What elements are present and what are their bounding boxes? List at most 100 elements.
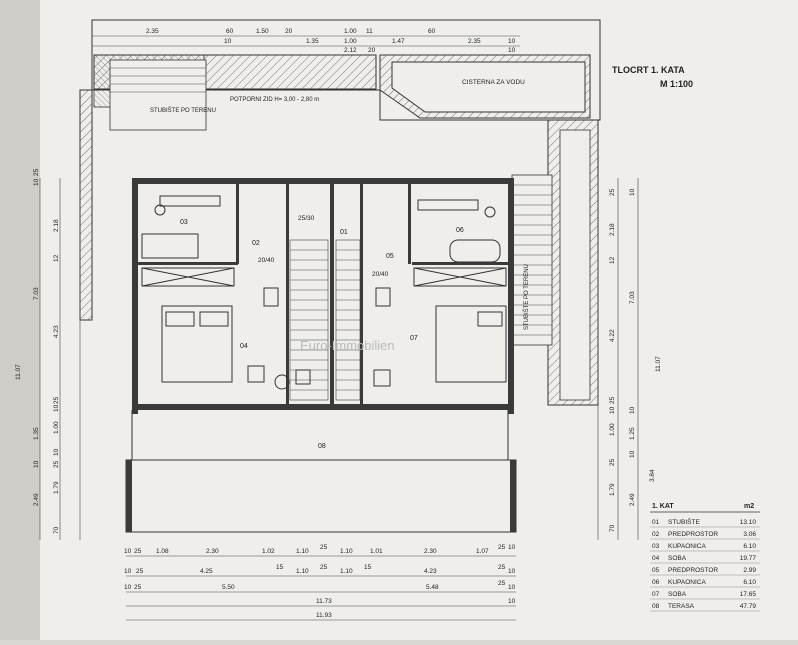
area-table-no: 04	[652, 555, 660, 562]
area-table-name: PREDPROSTOR	[668, 531, 718, 538]
area-table-area: 6.10	[743, 543, 756, 550]
dim-left: 1.35	[33, 427, 40, 440]
dim-bottom: 15	[276, 564, 284, 571]
area-table-no: 08	[652, 603, 660, 610]
area-table-name: STUBIŠTE	[668, 517, 700, 526]
dim-bottom: 10	[124, 584, 132, 591]
dim-bottom: 1.10	[340, 548, 353, 555]
dim-right: 2.49	[629, 493, 636, 506]
dim-bottom: 25	[498, 544, 506, 551]
dim-top: 11	[366, 28, 373, 35]
area-table-header: 1. KAT	[652, 503, 674, 510]
dim-right: 25	[609, 458, 616, 466]
dim-left: 7.03	[33, 287, 40, 300]
dim-left: 12	[53, 254, 60, 262]
area-table-area: 2.99	[743, 567, 756, 574]
dim-bottom: 5.48	[426, 584, 439, 591]
dim-right: 10	[609, 406, 616, 414]
dimension-lines	[39, 35, 639, 621]
area-table-name: PREDPROSTOR	[668, 567, 718, 574]
dim-right: 11.07	[655, 356, 662, 372]
dim-left: 25	[53, 460, 60, 468]
dim-left: 1.00	[53, 421, 60, 434]
dim-top: 1.47	[392, 38, 405, 45]
dim-right: 25	[609, 188, 616, 196]
dim-right: 1.25	[629, 427, 636, 440]
area-table-name: SOBA	[668, 555, 687, 562]
area-table-name: SOBA	[668, 591, 687, 598]
dim-right: 25	[609, 396, 616, 404]
building-walls	[132, 178, 514, 414]
dim-top: 2.35	[146, 28, 159, 35]
dim-right: 2.18	[609, 223, 616, 236]
dim-bottom: 4.23	[424, 568, 437, 575]
chairs	[247, 287, 391, 390]
area-table-area: 17.65	[740, 591, 757, 598]
side-stair-area	[511, 119, 599, 406]
area-table-name: KUPAONICA	[668, 543, 706, 550]
room-03: 03	[180, 219, 188, 226]
room-02: 02	[252, 240, 260, 247]
central-stair	[289, 239, 361, 401]
dim-bottom: 10	[124, 568, 132, 575]
area-table-no: 03	[652, 543, 660, 550]
dim-top: 1.00	[344, 28, 357, 35]
dim-top: 1.50	[256, 28, 269, 35]
terrace	[125, 410, 517, 533]
room-numbers: 01 02 03 04 05 06 07 08	[180, 219, 464, 450]
area-table-unit: m2	[744, 503, 754, 510]
area-table-area: 47.79	[740, 603, 757, 610]
dim-bottom: 1.10	[340, 568, 353, 575]
slope-mid: 25/30	[298, 215, 315, 222]
area-table-name: KUPAONICA	[668, 579, 706, 586]
dim-top: 10	[508, 47, 516, 54]
dim-bottom: 5.50	[222, 584, 235, 591]
dim-left: 11.07	[15, 364, 22, 380]
room-07: 07	[410, 335, 418, 342]
dim-bottom: 10	[508, 568, 516, 575]
dim-right: 4.22	[609, 329, 616, 342]
dim-bottom: 25	[134, 584, 142, 591]
area-table-area: 6.10	[743, 579, 756, 586]
dim-bottom: 2.30	[424, 548, 437, 555]
dim-left: 25	[33, 168, 40, 176]
dim-right: 10	[629, 406, 636, 414]
label-retaining-wall: POTPORNI ZID H= 3,00 - 2,80 m	[230, 97, 319, 103]
dim-top: 10	[508, 38, 516, 45]
dim-top: 1.35	[306, 38, 319, 45]
bed-left	[161, 305, 233, 383]
dim-bottom: 25	[320, 544, 328, 551]
dim-right: 70	[609, 524, 616, 532]
room-04: 04	[240, 343, 248, 350]
dim-bottom: 25	[498, 580, 506, 587]
dim-bottom: 25	[136, 568, 144, 575]
dim-left: 4.23	[53, 325, 60, 338]
label-cistern: CISTERNA ZA VODU	[462, 79, 525, 86]
dim-bottom: 4.25	[200, 568, 213, 575]
label-stair-side: STUBIŠTE PO TERENU	[523, 264, 530, 330]
dim-left: 2.49	[33, 493, 40, 506]
dim-top: 60	[428, 28, 436, 35]
slope-left: 20/40	[258, 257, 275, 264]
label-stair-top: STUBIŠTE PO TERENU	[150, 107, 216, 114]
dim-bottom: 10	[508, 544, 516, 551]
bathroom-left-fixtures	[141, 195, 235, 287]
area-table-area: 13.10	[740, 519, 757, 526]
dim-bottom: 1.10	[296, 568, 309, 575]
watermark: Euro-Immobilien	[300, 338, 395, 353]
area-table-no: 01	[652, 519, 660, 526]
dim-bottom: 2.30	[206, 548, 219, 555]
room-01: 01	[340, 229, 348, 236]
dim-bottom: 1.10	[296, 548, 309, 555]
dim-bottom: 10	[508, 598, 516, 605]
room-08: 08	[318, 443, 326, 450]
dim-right: 1.00	[609, 423, 616, 436]
dim-left: 1.79	[53, 481, 60, 494]
room-05: 05	[386, 253, 394, 260]
dim-right: 1.79	[609, 483, 616, 496]
bed-right	[435, 305, 507, 383]
area-table-area: 3.06	[743, 531, 756, 538]
dim-top: 20	[285, 28, 293, 35]
dim-bottom: 1.02	[262, 548, 275, 555]
